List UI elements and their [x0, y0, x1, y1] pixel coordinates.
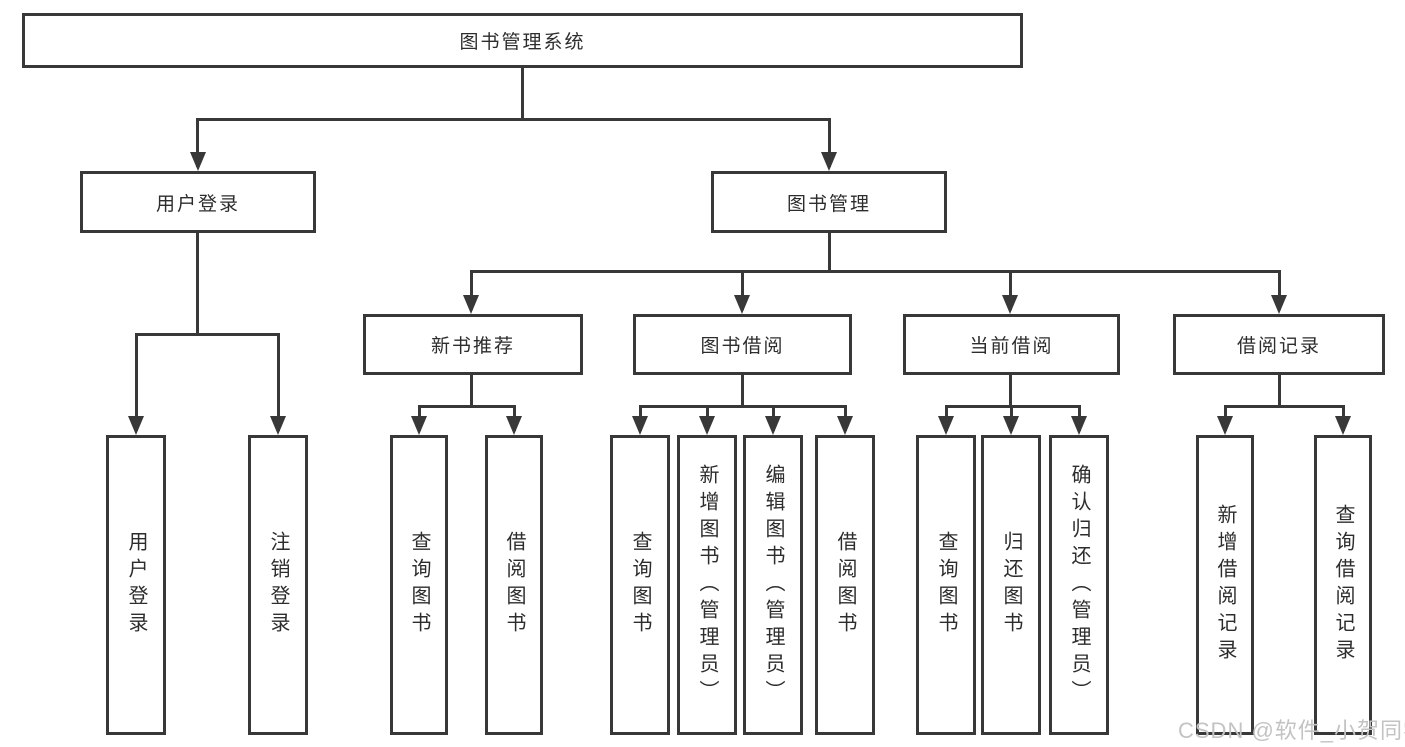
leaf-label: 查询图书: [408, 531, 430, 639]
arrow-down-icon: [1271, 295, 1287, 314]
arrow-down-icon: [734, 295, 750, 314]
leaf-label: 新增图书（管理员）: [696, 463, 718, 707]
connector-stem: [740, 375, 744, 408]
connector-drop: [740, 271, 744, 310]
connector-drop: [469, 271, 473, 310]
connector-rail: [417, 404, 516, 408]
arrow-down-icon: [699, 416, 715, 435]
arrow-down-icon: [463, 295, 479, 314]
connector-stem: [469, 375, 473, 408]
arrow-down-icon: [1217, 416, 1233, 435]
leaf-record-query: 查询借阅记录: [1314, 435, 1372, 735]
connector-rail: [944, 404, 1081, 408]
connector-drop: [827, 119, 831, 167]
connector-drop: [1277, 271, 1281, 310]
leaf-current-confirm: 确认归还（管理员）: [1049, 435, 1109, 735]
arrow-down-icon: [411, 416, 427, 435]
connector-drop: [1008, 271, 1012, 310]
node-user-login: 用户登录: [80, 171, 316, 233]
leaf-label: 借阅图书: [503, 531, 525, 639]
arrow-down-icon: [128, 416, 144, 435]
connector-drop: [196, 119, 199, 167]
node-user-login-label: 用户登录: [155, 193, 240, 215]
connector-drop: [276, 334, 280, 431]
watermark: CSDN @软件_小贺同学: [1178, 718, 1405, 743]
connector-rail: [1223, 404, 1345, 408]
arrow-down-icon: [837, 416, 853, 435]
node-current-borrow-label: 当前借阅: [969, 336, 1054, 357]
leaf-borrow-edit: 编辑图书（管理员）: [743, 435, 803, 735]
connector-rail: [196, 117, 831, 121]
leaf-current-query: 查询图书: [916, 435, 976, 735]
arrow-down-icon: [938, 416, 954, 435]
node-book-borrow: 图书借阅: [633, 314, 852, 375]
arrow-down-icon: [270, 416, 286, 435]
arrow-down-icon: [821, 152, 837, 171]
arrow-down-icon: [1335, 416, 1351, 435]
leaf-user-login: 用户登录: [106, 435, 166, 735]
arrow-down-icon: [1002, 295, 1018, 314]
connector-rail: [638, 404, 847, 408]
leaf-borrow-query: 查询图书: [610, 435, 670, 735]
node-new-book-label: 新书推荐: [430, 336, 515, 357]
leaf-label: 新增借阅记录: [1214, 504, 1236, 666]
arrow-down-icon: [632, 416, 648, 435]
leaf-logout: 注销登录: [248, 435, 308, 735]
arrow-down-icon: [1071, 416, 1087, 435]
connector-stem: [1008, 375, 1012, 408]
connector-drop: [134, 334, 138, 431]
arrow-down-icon: [1003, 416, 1019, 435]
leaf-record-add: 新增借阅记录: [1196, 435, 1254, 735]
arrow-down-icon: [506, 416, 522, 435]
leaf-borrow-borrow: 借阅图书: [815, 435, 875, 735]
connector-stem: [196, 232, 199, 336]
node-new-book: 新书推荐: [363, 314, 583, 375]
node-borrow-record: 借阅记录: [1173, 314, 1385, 375]
node-book-mgmt: 图书管理: [711, 171, 947, 233]
connector-stem: [827, 232, 831, 273]
arrow-down-icon: [765, 416, 781, 435]
leaf-borrow-add: 新增图书（管理员）: [677, 435, 737, 735]
leaf-newbook-query: 查询图书: [390, 435, 448, 735]
connector-stem: [1277, 375, 1281, 408]
leaf-label: 确认归还（管理员）: [1068, 463, 1090, 707]
connector-rail: [134, 332, 280, 336]
leaf-label: 查询图书: [935, 531, 957, 639]
node-root: 图书管理系统: [22, 13, 1023, 68]
leaf-label: 注销登录: [267, 531, 289, 639]
connector-stem: [521, 67, 524, 121]
node-borrow-record-label: 借阅记录: [1236, 336, 1321, 357]
node-book-mgmt-label: 图书管理: [786, 193, 871, 215]
leaf-label: 归还图书: [1000, 531, 1022, 639]
leaf-newbook-borrow: 借阅图书: [485, 435, 543, 735]
leaf-label: 编辑图书（管理员）: [762, 463, 784, 707]
node-root-label: 图书管理系统: [459, 32, 586, 53]
leaf-label: 用户登录: [125, 531, 147, 639]
leaf-label: 查询借阅记录: [1332, 504, 1354, 666]
leaf-label: 借阅图书: [834, 531, 856, 639]
connector-rail: [469, 269, 1281, 273]
leaf-label: 查询图书: [629, 531, 651, 639]
node-book-borrow-label: 图书借阅: [700, 336, 785, 357]
leaf-current-return: 归还图书: [981, 435, 1041, 735]
node-current-borrow: 当前借阅: [903, 314, 1120, 375]
arrow-down-icon: [189, 152, 206, 171]
